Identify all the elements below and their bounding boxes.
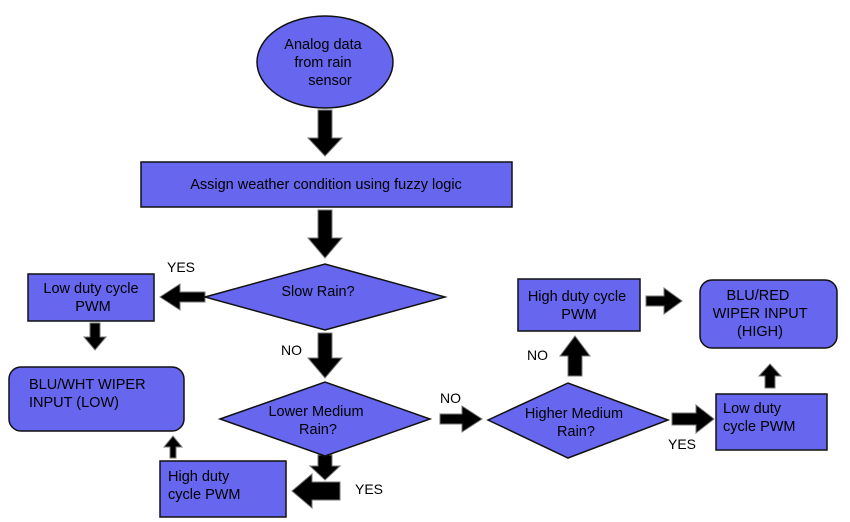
arrow-lower-medium-yes-down	[308, 454, 342, 481]
high-duty-box-2	[517, 278, 641, 332]
arrow-high-duty-to-blu-wht	[162, 435, 184, 459]
low-duty-2-label: Low duty cycle PWM	[723, 401, 796, 435]
high-duty-1-label: High duty cycle PWM	[168, 469, 241, 503]
start-node	[256, 15, 394, 109]
high-duty-box-1	[159, 460, 287, 518]
arrow-low-duty-to-blu-red	[757, 363, 783, 389]
slow-rain-decision	[202, 263, 448, 331]
arrow-high-duty-to-blu-red	[645, 287, 683, 315]
higher-medium-decision	[486, 382, 671, 459]
lower-medium-label: Lower Medium Rain?	[268, 404, 367, 438]
arrow-slow-rain-no	[306, 332, 344, 379]
low-duty-box-1	[27, 273, 155, 322]
higher-medium-label: Higher Medium Rain?	[525, 406, 627, 440]
blu-wht-box	[8, 366, 185, 432]
lower-medium-no-label: NO	[440, 390, 461, 406]
blu-red-label: BLU/RED WIPER INPUT (HIGH)	[713, 288, 812, 340]
low-duty-box-2	[715, 393, 828, 451]
low-duty-1-label: Low duty cycle PWM	[43, 281, 142, 315]
slow-rain-label: Slow Rain?	[281, 284, 354, 300]
assign-box-label: Assign weather condition using fuzzy log…	[190, 177, 462, 193]
arrow-low-duty-to-blu-wht	[82, 322, 108, 351]
lower-medium-decision	[217, 381, 433, 457]
arrow-assign-to-slow-rain	[306, 209, 344, 259]
high-duty-2-label: High duty cycle PWM	[528, 289, 630, 323]
slow-rain-no-label: NO	[281, 342, 302, 358]
higher-medium-yes-label: YES	[668, 436, 696, 452]
blu-wht-label: BLU/WHT WIPER INPUT (LOW)	[29, 377, 150, 411]
slow-rain-yes-label: YES	[167, 259, 195, 275]
assign-box	[140, 161, 513, 208]
higher-medium-no-label: NO	[527, 347, 548, 363]
arrow-higher-medium-no	[559, 335, 591, 377]
blu-red-box	[699, 279, 838, 349]
arrow-lower-medium-yes-left	[291, 472, 341, 510]
arrow-slow-rain-yes	[159, 283, 206, 311]
arrow-start-to-assign	[306, 109, 344, 157]
arrow-higher-medium-yes	[671, 403, 715, 435]
lower-medium-yes-label: YES	[355, 481, 383, 497]
start-node-label: Analog data from rain sensor	[284, 37, 365, 89]
arrow-lower-medium-no	[439, 405, 483, 433]
